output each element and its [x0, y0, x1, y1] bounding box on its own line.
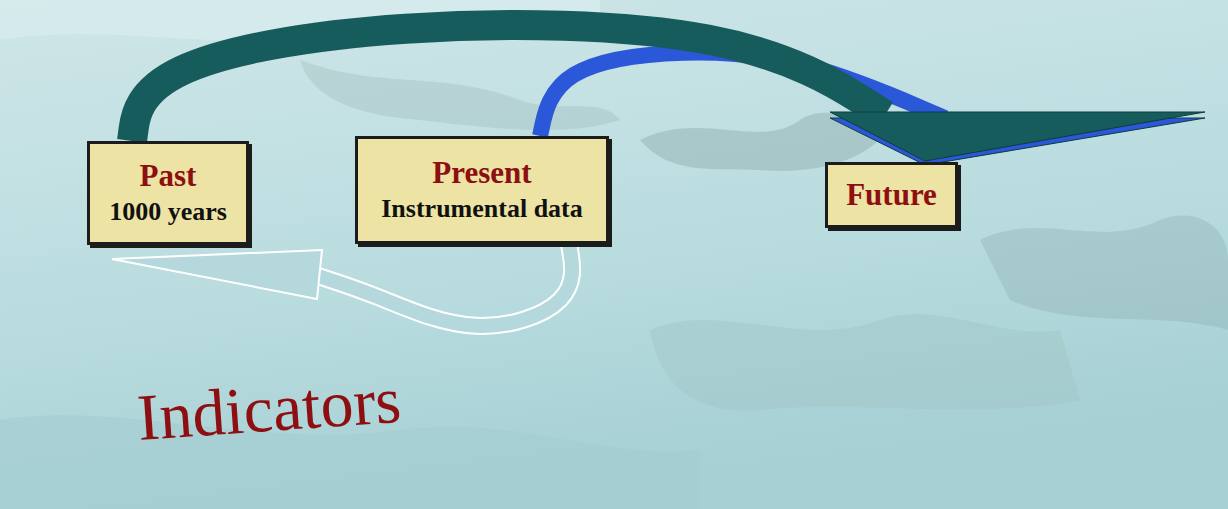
- node-heading: Past: [140, 157, 197, 196]
- node-text: 1000 years: [109, 196, 227, 229]
- arrow-head: [112, 250, 322, 299]
- box-node: Future: [825, 162, 958, 228]
- rock-patch: [980, 216, 1228, 330]
- box-node: Past1000 years: [87, 141, 249, 245]
- arrow-shaft-inner: [315, 244, 572, 326]
- arrow-shaft: [315, 244, 572, 326]
- box-node: PresentInstrumental data: [355, 136, 609, 244]
- arrow-head: [830, 112, 1205, 161]
- node-heading: Present: [432, 154, 531, 193]
- node-heading: Future: [846, 176, 937, 215]
- arrow-shaft: [132, 25, 885, 141]
- node-text: Instrumental data: [381, 193, 583, 226]
- curved-arrow: [112, 244, 572, 326]
- ice-shadow: [650, 314, 1080, 410]
- curved-arrow: [132, 25, 1205, 161]
